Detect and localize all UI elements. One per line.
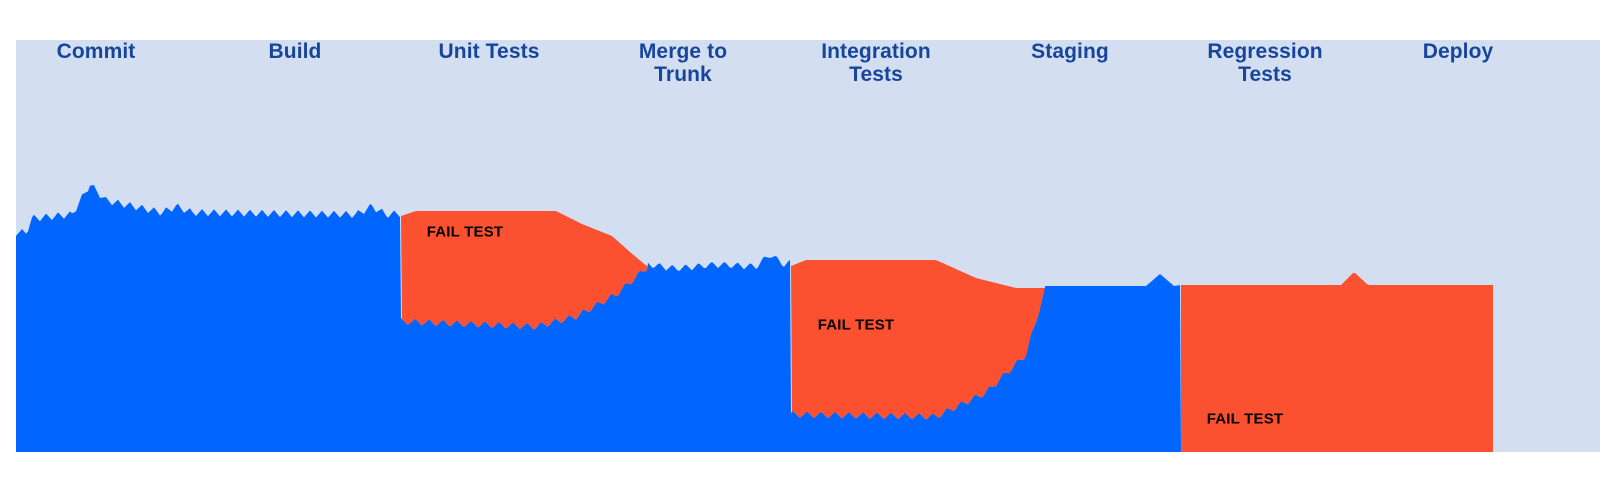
stacked-area-chart — [16, 185, 1600, 452]
fail-unit-tests-label: FAIL TEST — [426, 223, 504, 241]
fail-integration-tests-label: FAIL TEST — [817, 316, 895, 334]
chart-series-pass — [16, 185, 1600, 452]
fail-regression-tests-label: FAIL TEST — [1206, 410, 1284, 428]
chart-series-fail — [401, 211, 1493, 452]
